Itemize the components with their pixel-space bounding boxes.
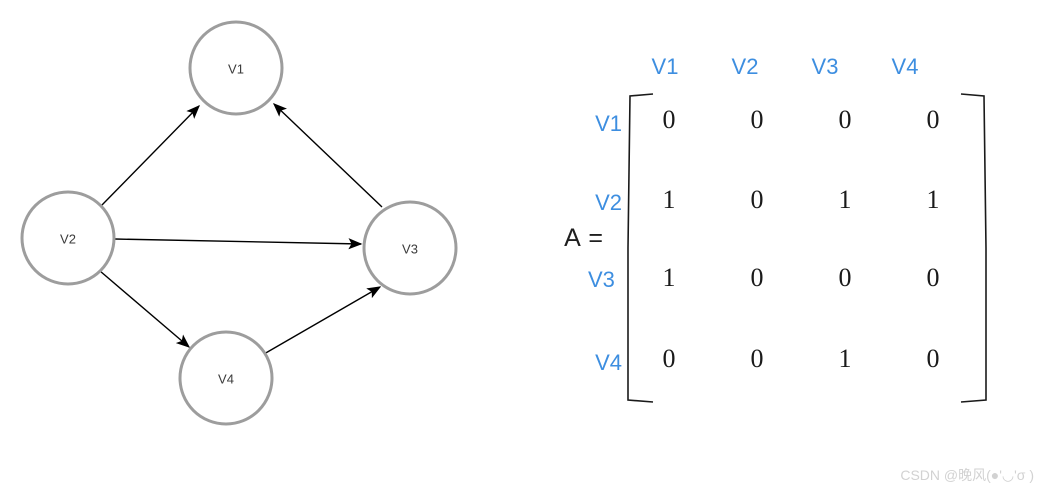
adjacency-matrix: A = V1 V2 V3 V4 V1 V2 V3 V4 0 0 0 0 bbox=[520, 0, 1050, 497]
node-v4[interactable]: V4 bbox=[178, 330, 274, 426]
matrix-cell-v3-v3: 0 bbox=[838, 263, 852, 292]
matrix-values-grid: 0 0 0 0 1 0 1 1 1 0 0 0 0 0 1 0 bbox=[625, 95, 977, 405]
matrix-bracket-right-icon bbox=[960, 93, 987, 403]
matrix-row-v1: 0 0 0 0 bbox=[625, 105, 977, 135]
row-header-v3: V3 bbox=[588, 267, 615, 292]
matrix-cell-v1-v3: 0 bbox=[838, 105, 852, 134]
matrix-column-headers: V1 V2 V3 V4 bbox=[625, 54, 945, 80]
edge-v2-to-v3 bbox=[114, 238, 363, 250]
row-header-v2: V2 bbox=[595, 190, 622, 215]
matrix-cell-v3-v2: 0 bbox=[750, 263, 764, 292]
matrix-row-v4: 0 0 1 0 bbox=[625, 344, 977, 374]
row-header-v1: V1 bbox=[595, 111, 622, 136]
matrix-cell-v2-v4: 1 bbox=[926, 185, 940, 214]
edge-v4-to-v3 bbox=[263, 286, 382, 355]
matrix-cell-v1-v4: 0 bbox=[926, 105, 940, 134]
edge-v2-to-v1 bbox=[100, 105, 200, 207]
matrix-row-v2: 1 0 1 1 bbox=[625, 185, 977, 215]
matrix-cell-v1-v2: 0 bbox=[750, 105, 764, 134]
node-circle-v2[interactable] bbox=[20, 190, 116, 286]
matrix-cell-v1-v1: 0 bbox=[662, 105, 676, 134]
column-header-v4: V4 bbox=[891, 54, 919, 79]
node-label-v3: V3 bbox=[402, 242, 418, 257]
column-header-v1: V1 bbox=[651, 54, 679, 79]
matrix-cell-v4-v4: 0 bbox=[926, 344, 940, 373]
edge-v2-to-v4 bbox=[99, 270, 191, 348]
node-circle-v3[interactable] bbox=[362, 200, 458, 296]
node-v3[interactable]: V3 bbox=[362, 200, 458, 296]
watermark: CSDN @晚风(●'◡'σ ) bbox=[900, 467, 1034, 483]
edge-group bbox=[99, 103, 383, 355]
node-v1[interactable]: V1 bbox=[188, 20, 284, 116]
column-header-v3: V3 bbox=[811, 54, 839, 79]
node-v2[interactable]: V2 bbox=[20, 190, 116, 286]
edge-v3-to-v1 bbox=[272, 103, 383, 208]
matrix-row-v3: 1 0 0 0 bbox=[625, 263, 977, 293]
matrix-cell-v3-v4: 0 bbox=[926, 263, 940, 292]
node-label-v2: V2 bbox=[60, 232, 76, 247]
column-header-v2: V2 bbox=[731, 54, 759, 79]
node-circle-v4[interactable] bbox=[178, 330, 274, 426]
matrix-equation-label: A = bbox=[564, 224, 604, 252]
node-label-v1: V1 bbox=[228, 62, 244, 77]
row-header-v4: V4 bbox=[595, 350, 622, 375]
matrix-row-headers: V1 V2 V3 V4 bbox=[550, 95, 622, 405]
directed-graph: V1 V2 V3 V4 bbox=[20, 20, 458, 426]
matrix-cell-v4-v1: 0 bbox=[662, 344, 676, 373]
matrix-cell-v4-v3: 1 bbox=[838, 344, 852, 373]
node-circle-v1[interactable] bbox=[188, 20, 284, 116]
matrix-cell-v2-v3: 1 bbox=[838, 185, 852, 214]
matrix-cell-v2-v2: 0 bbox=[750, 185, 764, 214]
node-label-v4: V4 bbox=[218, 372, 234, 387]
matrix-cell-v2-v1: 1 bbox=[662, 185, 676, 214]
matrix-bracket-left-icon bbox=[627, 93, 654, 403]
matrix-cell-v4-v2: 0 bbox=[750, 344, 764, 373]
matrix-cell-v3-v1: 1 bbox=[662, 263, 676, 292]
